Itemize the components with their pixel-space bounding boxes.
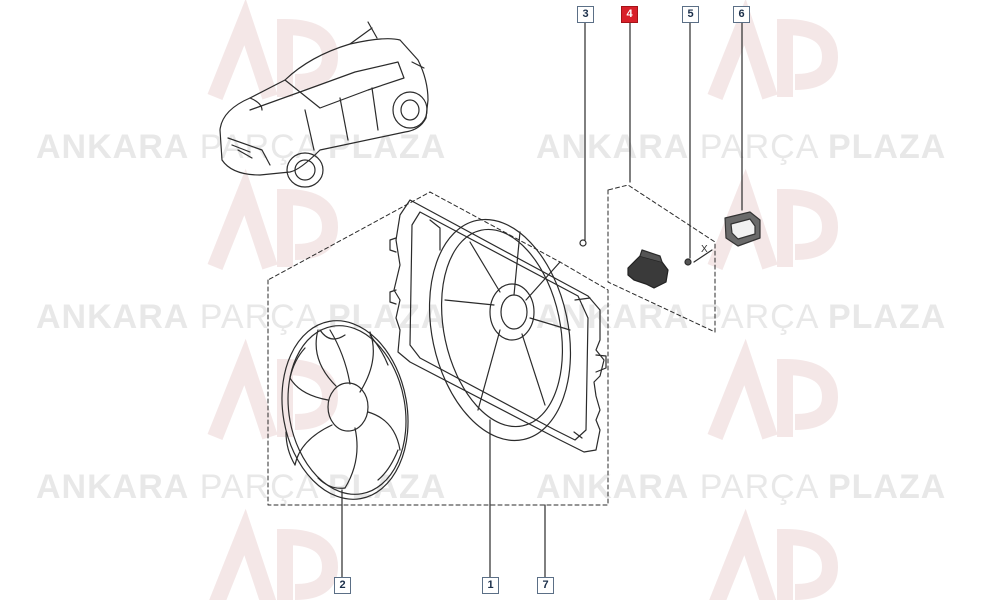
- assembly-outline: [267, 191, 609, 506]
- callout-7[interactable]: 7: [537, 577, 554, 594]
- resistor-part-4: [627, 21, 669, 289]
- screw-part-3: [579, 21, 587, 247]
- annotation-x: X: [701, 244, 708, 255]
- watermark-logo-icon: [209, 508, 339, 600]
- connector-part-6: [724, 21, 761, 247]
- watermark-logo-icon: [707, 168, 839, 270]
- fan-impeller: [281, 320, 409, 500]
- watermark-logo-icon: [709, 508, 839, 600]
- screw-part-5: [684, 21, 713, 266]
- callout-6[interactable]: 6: [733, 6, 750, 23]
- watermark-logo-icon: [207, 0, 339, 100]
- watermark-logos: [207, 0, 839, 600]
- watermark-logo-icon: [707, 338, 839, 440]
- callout-4[interactable]: 4: [621, 6, 638, 23]
- callout-5[interactable]: 5: [682, 6, 699, 23]
- callout-1[interactable]: 1: [482, 577, 499, 594]
- watermark-logo-icon: [207, 168, 339, 270]
- callout-3[interactable]: 3: [577, 6, 594, 23]
- fan-shroud: [389, 199, 607, 453]
- car-illustration: [219, 21, 429, 188]
- resistor-group-outline: [607, 184, 716, 333]
- callout-2[interactable]: 2: [334, 577, 351, 594]
